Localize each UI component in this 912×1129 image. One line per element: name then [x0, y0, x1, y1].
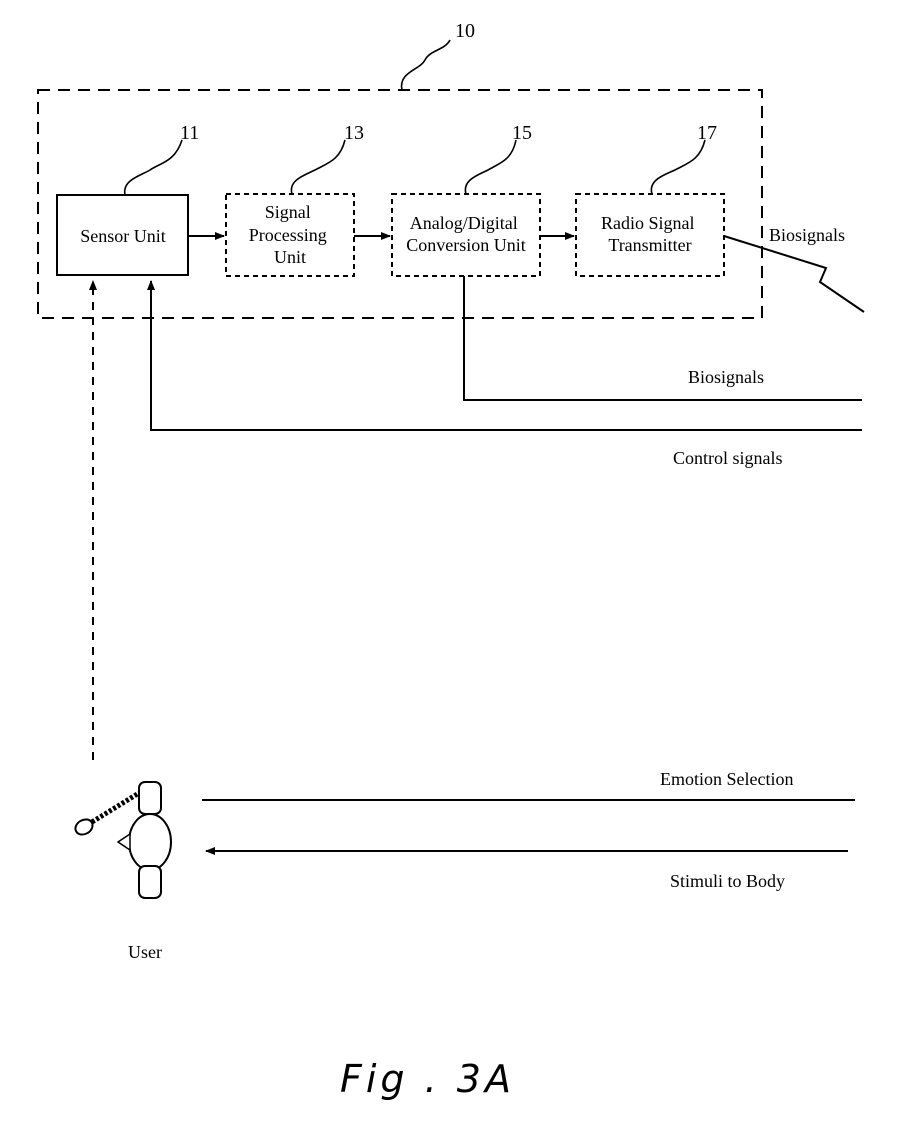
control-signals-label: Control signals: [673, 448, 783, 468]
system-ref-number: 10: [455, 20, 475, 42]
user-label: User: [128, 942, 162, 962]
adc-ref-number: 15: [512, 122, 532, 144]
radio-biosignals-label: Biosignals: [769, 225, 845, 245]
wired-biosignals-label: Biosignals: [688, 367, 764, 387]
wired-biosignals-line: [464, 276, 862, 400]
adc-ref-leader: [465, 140, 516, 194]
sensor-ref-leader: [125, 140, 182, 195]
control-signals-line: [151, 281, 862, 430]
figure-caption: Fig . 3A: [340, 1057, 515, 1101]
sensor-ref-number: 11: [180, 122, 199, 144]
radio-signal-bolt: [724, 236, 864, 312]
sensor-unit-label: Sensor Unit: [80, 226, 166, 246]
stimuli-to-body-label: Stimuli to Body: [670, 871, 785, 891]
signal-processing-ref-number: 13: [344, 122, 364, 144]
emotion-selection-label: Emotion Selection: [660, 769, 793, 789]
signal-processing-ref-leader: [291, 140, 345, 194]
radio-ref-leader: [651, 140, 705, 194]
system-ref-leader: [402, 40, 450, 90]
user-figure-icon: [73, 782, 171, 898]
radio-ref-number: 17: [697, 122, 717, 144]
